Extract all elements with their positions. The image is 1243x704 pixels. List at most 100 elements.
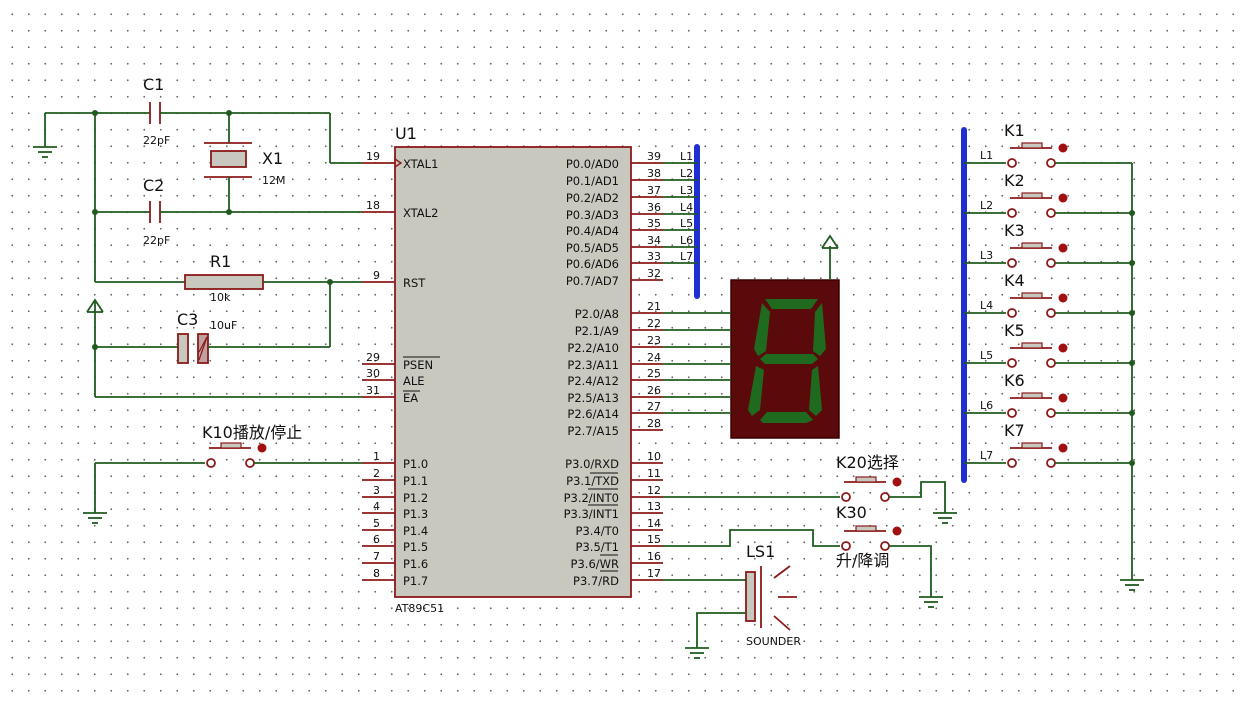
pin-name: P2.5/A13 — [567, 391, 619, 405]
k30-sublabel: 升/降调 — [836, 551, 889, 570]
pin-name: P3.5/T1 — [576, 540, 619, 554]
pin-number: 23 — [647, 334, 661, 347]
key-net-label: L6 — [980, 399, 993, 412]
pin-number: 10 — [647, 450, 661, 463]
ls1-sounder — [663, 565, 797, 659]
pin-name: P3.6/WR — [571, 557, 619, 571]
pin-number: 27 — [647, 400, 661, 413]
c2-value: 22pF — [143, 234, 170, 247]
pin-name: P1.0 — [403, 457, 428, 471]
pin-name: P0.1/AD1 — [566, 174, 619, 188]
pin-name: P2.3/A11 — [567, 358, 619, 372]
pin-name: P3.4/T0 — [576, 524, 619, 538]
pin-name: P0.7/AD7 — [566, 274, 619, 288]
pin-number: 26 — [647, 384, 661, 397]
pin-number: 15 — [647, 533, 661, 546]
pin-number: 30 — [366, 367, 380, 380]
net-label: L7 — [680, 250, 693, 263]
pin-name: XTAL1 — [403, 157, 438, 171]
pin-name: XTAL2 — [403, 206, 438, 220]
pin-number: 8 — [373, 567, 380, 580]
key-net-label: L2 — [980, 199, 993, 212]
pin-name: P2.0/A8 — [575, 307, 619, 321]
pin-name: RST — [403, 276, 426, 290]
key-net-label: L7 — [980, 449, 993, 462]
k10-switch[interactable] — [83, 442, 362, 524]
k20-switch[interactable] — [663, 476, 957, 524]
pin-number: 31 — [366, 384, 380, 397]
key-switch[interactable] — [964, 392, 1135, 418]
chip-part: AT89C51 — [395, 602, 444, 615]
pin-name: P2.6/A14 — [567, 407, 619, 421]
key-label: K4 — [1004, 271, 1025, 290]
c2-ref: C2 — [143, 176, 164, 195]
key-switch[interactable] — [964, 192, 1135, 218]
pin-number: 7 — [373, 550, 380, 563]
pin-name: P2.1/A9 — [575, 324, 619, 338]
net-label: L6 — [680, 234, 693, 247]
key-net-label: L1 — [980, 149, 993, 162]
r1-value: 10k — [210, 291, 231, 304]
x1-ref: X1 — [262, 149, 283, 168]
pin-name: P0.2/AD2 — [566, 191, 619, 205]
seven-segment-display — [663, 234, 840, 439]
pin-number: 28 — [647, 417, 661, 430]
r1-ref: R1 — [210, 252, 231, 271]
pin-name: P3.1/TXD — [566, 474, 619, 488]
k10-label: K10播放/停止 — [202, 423, 302, 442]
net-label: L3 — [680, 184, 693, 197]
chip-ref: U1 — [395, 124, 417, 143]
pin-number: 4 — [373, 500, 380, 513]
key-label: K1 — [1004, 121, 1025, 140]
pin-number: 22 — [647, 317, 661, 330]
pin-name: P1.7 — [403, 574, 428, 588]
k30-label: K30 — [836, 503, 867, 522]
key-net-label: L5 — [980, 349, 993, 362]
pin-number: 2 — [373, 467, 380, 480]
key-label: K3 — [1004, 221, 1025, 240]
pin-name: P3.2/INT0 — [564, 491, 619, 505]
pin-number: 35 — [647, 217, 661, 230]
pin-name: P2.2/A10 — [567, 341, 619, 355]
chip-right-pins: 39P0.0/AD038P0.1/AD137P0.2/AD236P0.3/AD3… — [564, 150, 663, 588]
pin-number: 38 — [647, 167, 661, 180]
net-label: L5 — [680, 217, 693, 230]
pin-number: 32 — [647, 267, 661, 280]
pin-name: P3.7/RD — [573, 574, 619, 588]
c1-value: 22pF — [143, 134, 170, 147]
c3-value: 10uF — [210, 319, 237, 332]
net-label: L1 — [680, 150, 693, 163]
pin-name: EA — [403, 391, 418, 405]
pin-name: P3.3/INT1 — [564, 507, 619, 521]
pin-name: P0.0/AD0 — [566, 157, 619, 171]
key-switch[interactable] — [964, 142, 1132, 168]
port0-bus — [663, 144, 700, 299]
key-net-label: L4 — [980, 299, 993, 312]
key-switch[interactable] — [964, 342, 1135, 368]
pin-name: P0.5/AD5 — [566, 241, 619, 255]
key-bank — [961, 127, 1144, 591]
ls1-ref: LS1 — [746, 542, 775, 561]
pin-name: P2.4/A12 — [567, 374, 619, 388]
pin-number: 3 — [373, 484, 380, 497]
pin-number: 11 — [647, 467, 661, 480]
key-switch[interactable] — [964, 292, 1135, 318]
pin-name: P1.4 — [403, 524, 428, 538]
pin-number: 25 — [647, 367, 661, 380]
pin-number: 1 — [373, 450, 380, 463]
key-switch[interactable] — [964, 242, 1135, 268]
pin-name: P1.3 — [403, 507, 428, 521]
key-label: K7 — [1004, 421, 1025, 440]
pin-number: 5 — [373, 517, 380, 530]
key-net-label: L3 — [980, 249, 993, 262]
pin-number: 19 — [366, 150, 380, 163]
pin-number: 14 — [647, 517, 661, 530]
key-label: K5 — [1004, 321, 1025, 340]
pin-number: 39 — [647, 150, 661, 163]
chip-u1 — [394, 146, 632, 598]
k30-switch[interactable] — [663, 525, 943, 608]
key-switch[interactable] — [964, 442, 1135, 468]
pin-number: 16 — [647, 550, 661, 563]
